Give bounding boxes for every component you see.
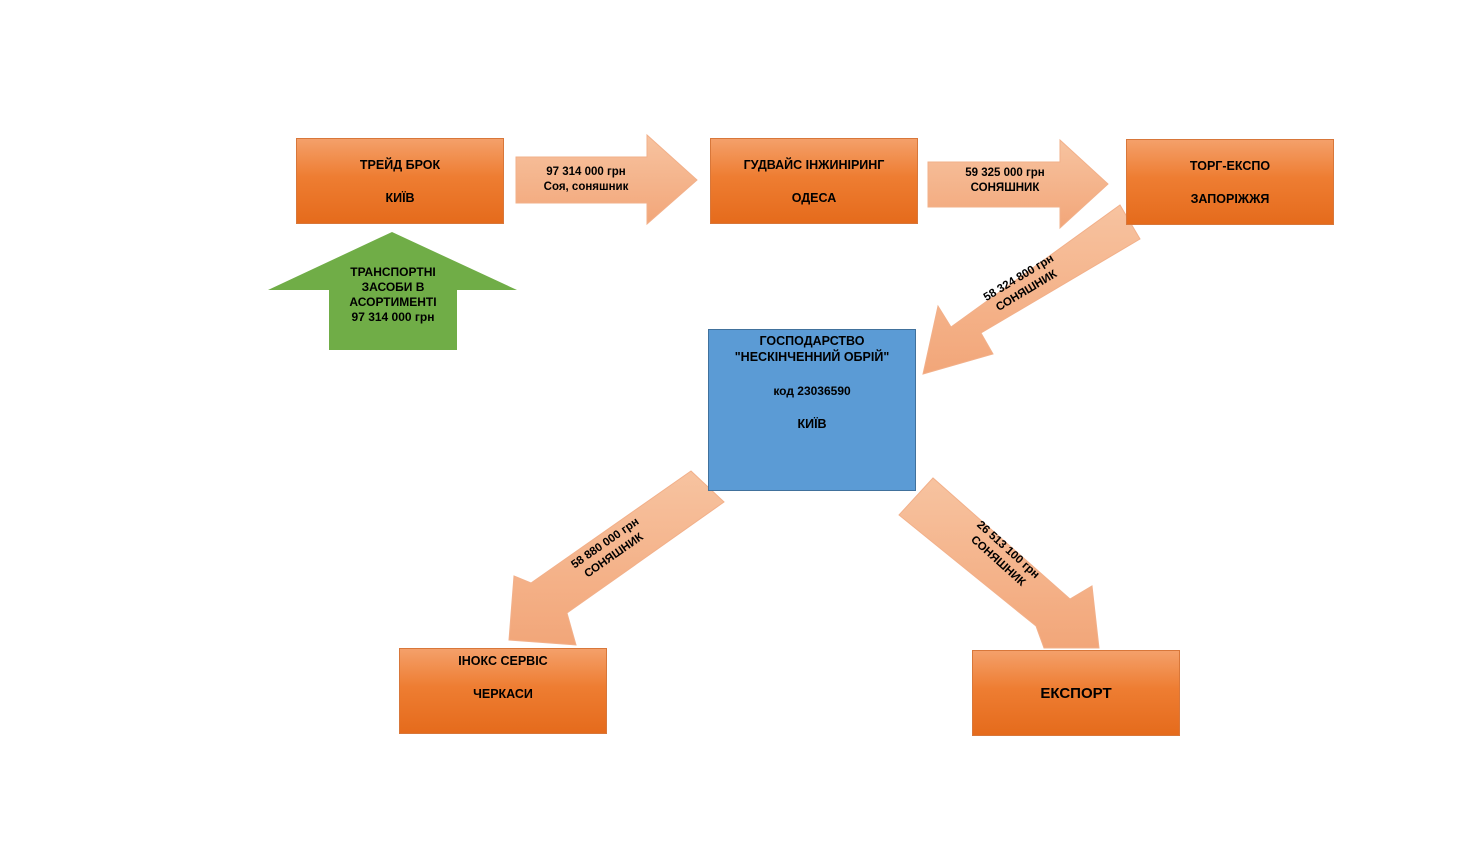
- arrow-gudvais-to-torg: [927, 138, 1109, 230]
- node-torg-ekspo: ТОРГ-ЕКСПО ЗАПОРІЖЖЯ: [1126, 139, 1334, 225]
- node-farm-city: КИЇВ: [797, 417, 827, 431]
- arrow-torg-to-farm: [922, 204, 1141, 375]
- node-inoks: ІНОКС СЕРВІС ЧЕРКАСИ: [399, 648, 607, 734]
- source-arrow: [268, 232, 517, 350]
- source-line-1: ТРАНСПОРТНІ: [350, 265, 436, 279]
- node-gudvais-city: ОДЕСА: [791, 191, 837, 205]
- node-treid-brok-name: ТРЕЙД БРОК: [359, 158, 441, 172]
- node-treid-brok-city: КИЇВ: [385, 191, 415, 205]
- node-eksport: ЕКСПОРТ: [972, 650, 1180, 736]
- arrow-farm-to-eksport: [898, 477, 1100, 649]
- flow-amount: 97 314 000 грн: [546, 166, 626, 178]
- node-farm-code: код 23036590: [773, 384, 851, 398]
- flow-goods: Соя, соняшник: [543, 181, 629, 193]
- source-line-2: ЗАСОБИ В: [361, 280, 425, 294]
- flow-label-treid-to-gudvais: 97 314 000 грн Соя, соняшник: [526, 165, 646, 195]
- source-label: ТРАНСПОРТНІ ЗАСОБИ В АСОРТИМЕНТІ 97 314 …: [329, 265, 457, 325]
- node-farm-line2: "НЕСКІНЧЕННИЙ ОБРІЙ": [734, 350, 890, 364]
- source-line-4: 97 314 000 грн: [351, 310, 435, 324]
- source-line-3: АСОРТИМЕНТІ: [349, 295, 437, 309]
- flow-label-gudvais-to-torg: 59 325 000 грн СОНЯШНИК: [940, 166, 1070, 196]
- node-gudvais-name: ГУДВАЙС ІНЖИНІРИНГ: [743, 158, 885, 172]
- arrow-treid-to-gudvais: [515, 133, 698, 226]
- node-torg-ekspo-city: ЗАПОРІЖЖЯ: [1190, 192, 1270, 206]
- node-farm-line1: ГОСПОДАРСТВО: [759, 334, 865, 348]
- arrow-farm-to-inoks: [508, 470, 725, 646]
- node-treid-brok: ТРЕЙД БРОК КИЇВ: [296, 138, 504, 224]
- node-gudvais: ГУДВАЙС ІНЖИНІРИНГ ОДЕСА: [710, 138, 918, 224]
- node-inoks-name: ІНОКС СЕРВІС: [458, 654, 548, 668]
- node-farm: ГОСПОДАРСТВО "НЕСКІНЧЕННИЙ ОБРІЙ" код 23…: [708, 329, 916, 491]
- flow-amount: 59 325 000 грн: [965, 167, 1045, 179]
- node-inoks-city: ЧЕРКАСИ: [473, 687, 533, 701]
- flow-goods: СОНЯШНИК: [970, 182, 1040, 194]
- node-eksport-name: ЕКСПОРТ: [1040, 685, 1112, 702]
- node-torg-ekspo-name: ТОРГ-ЕКСПО: [1189, 159, 1271, 173]
